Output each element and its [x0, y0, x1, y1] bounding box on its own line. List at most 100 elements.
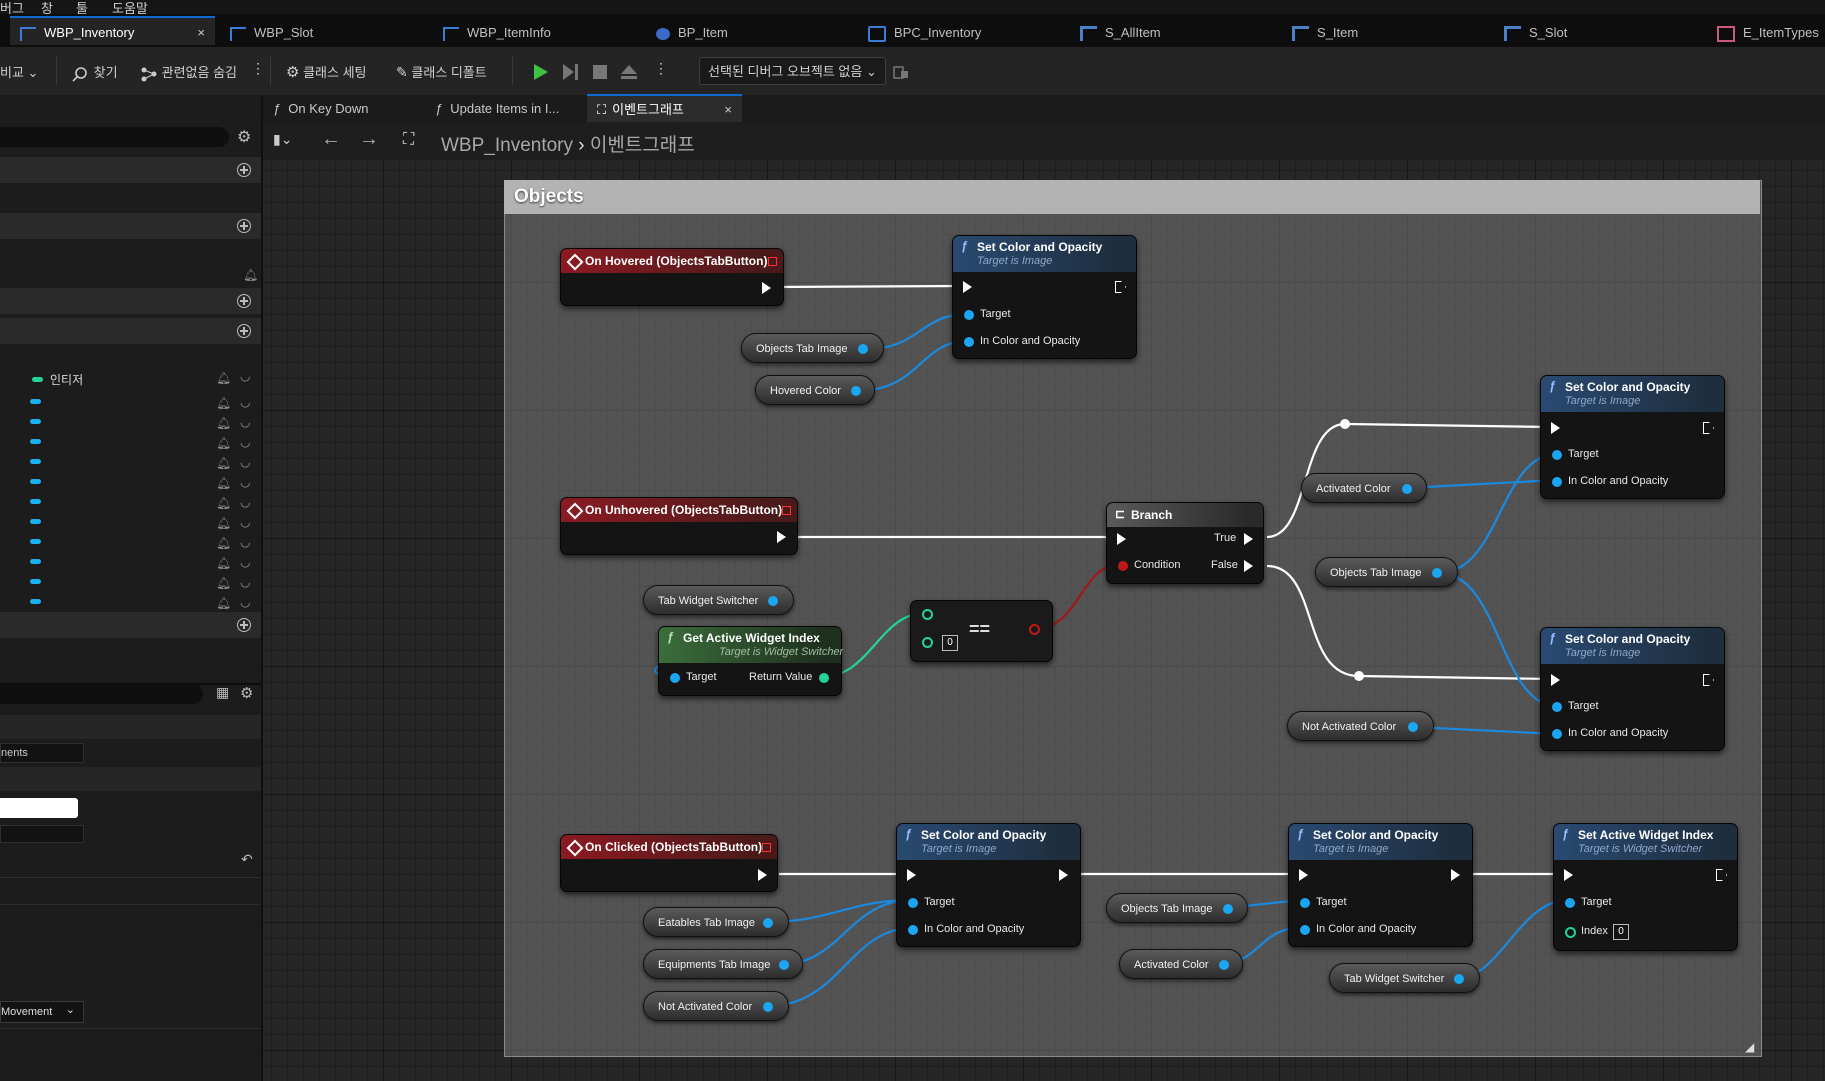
- get-not-activated-color[interactable]: Not Activated Color: [643, 991, 789, 1021]
- doc-tab-s-allitem[interactable]: S_AllItem: [1080, 18, 1161, 47]
- section-functions[interactable]: [0, 213, 261, 239]
- find-button[interactable]: 찾기: [72, 62, 118, 82]
- doc-tab-bpc-inventory[interactable]: BPC_Inventory: [868, 18, 981, 47]
- color-pin[interactable]: [1552, 729, 1562, 739]
- class-defaults-button[interactable]: ✎ 클래스 디폴트: [396, 62, 487, 81]
- add-icon[interactable]: [237, 163, 251, 177]
- doc-tab-s-slot[interactable]: S_Slot: [1504, 18, 1567, 47]
- target-pin[interactable]: [1552, 702, 1562, 712]
- doc-tab-wbp-slot[interactable]: WBP_Slot: [230, 18, 313, 47]
- menu-tools[interactable]: 툴: [76, 1, 88, 16]
- exec-false-pin[interactable]: [1244, 560, 1253, 572]
- index-pin[interactable]: [1565, 927, 1576, 938]
- event-node-on-hovered[interactable]: On Hovered (ObjectsTabButton): [560, 248, 784, 306]
- object-var-icon[interactable]: [30, 459, 41, 464]
- debug-object-select[interactable]: 선택된 디버그 오브젝트 없음 ⌄: [699, 57, 886, 85]
- object-var-icon[interactable]: [30, 559, 41, 564]
- debug-filter-icon[interactable]: [893, 64, 909, 80]
- function-node-set-color-and-opacity[interactable]: ƒ Set Color and Opacity Target is Image …: [896, 823, 1081, 947]
- exec-input-pin[interactable]: [1299, 869, 1308, 881]
- doc-tab-e-itemtypes[interactable]: E_ItemTypes: [1717, 18, 1819, 47]
- color-swatch[interactable]: [0, 798, 78, 818]
- bookmark-icon[interactable]: ▮⌄: [273, 131, 293, 147]
- function-node-set-color-and-opacity[interactable]: ƒ Set Color and Opacity Target is Image …: [952, 235, 1137, 359]
- details-field[interactable]: [0, 825, 84, 843]
- var-output-pin[interactable]: [779, 960, 789, 970]
- object-var-icon[interactable]: [30, 419, 41, 424]
- exec-output-pin[interactable]: [1703, 674, 1714, 686]
- section-event-dispatchers[interactable]: [0, 612, 261, 638]
- section-graphs[interactable]: [0, 157, 261, 183]
- object-var-icon[interactable]: [30, 399, 41, 404]
- details-search-input[interactable]: [0, 684, 203, 704]
- target-pin[interactable]: [908, 898, 918, 908]
- var-category-label[interactable]: 인티저: [50, 373, 84, 387]
- add-icon[interactable]: [237, 324, 251, 338]
- eye-closed-icon[interactable]: ◡: [240, 369, 251, 383]
- details-field[interactable]: nents: [0, 743, 84, 763]
- exec-output-pin[interactable]: [777, 531, 786, 543]
- color-pin[interactable]: [1300, 925, 1310, 935]
- diff-button[interactable]: 비교 ⌄: [0, 62, 38, 81]
- target-pin[interactable]: [1565, 898, 1575, 908]
- comment-header[interactable]: [504, 180, 1760, 214]
- gear-icon[interactable]: ⚙: [237, 129, 252, 146]
- object-var-icon[interactable]: [30, 579, 41, 584]
- int-input-pin[interactable]: [922, 609, 933, 620]
- exec-true-pin[interactable]: [1244, 533, 1253, 545]
- exec-output-pin[interactable]: [758, 869, 767, 881]
- delegate-pin[interactable]: [768, 257, 777, 266]
- get-objects-tab-image[interactable]: Objects Tab Image: [1106, 893, 1248, 923]
- exec-output-pin[interactable]: [1059, 869, 1068, 881]
- table-view-icon[interactable]: ▦: [216, 684, 230, 700]
- exec-output-pin[interactable]: [1716, 869, 1727, 881]
- gear-icon[interactable]: ⚙: [240, 685, 254, 702]
- function-node-set-color-and-opacity[interactable]: ƒ Set Color and Opacity Target is Image …: [1288, 823, 1473, 947]
- exec-input-pin[interactable]: [907, 869, 916, 881]
- details-category[interactable]: [0, 767, 261, 791]
- target-pin[interactable]: [1552, 450, 1562, 460]
- object-var-icon[interactable]: [30, 499, 41, 504]
- event-node-on-unhovered[interactable]: On Unhovered (ObjectsTabButton): [560, 497, 798, 555]
- eye-closed-icon-column[interactable]: ◡◡◡◡◡◡◡◡◡◡◡: [240, 395, 251, 609]
- object-var-icon[interactable]: [30, 539, 41, 544]
- exec-input-pin[interactable]: [1564, 869, 1573, 881]
- get-eatables-tab-image[interactable]: Eatables Tab Image: [643, 907, 789, 937]
- add-icon[interactable]: [237, 294, 251, 308]
- reset-icon[interactable]: ↶: [241, 851, 253, 867]
- close-icon[interactable]: ×: [724, 102, 732, 117]
- target-pin[interactable]: [964, 310, 974, 320]
- equals-node[interactable]: 0 ==: [910, 600, 1053, 662]
- class-settings-button[interactable]: ⚙ 클래스 세팅: [286, 62, 367, 81]
- resize-handle-icon[interactable]: ◢: [1745, 1040, 1755, 1054]
- get-tab-widget-switcher[interactable]: Tab Widget Switcher: [1329, 963, 1480, 993]
- exec-output-pin[interactable]: [1115, 281, 1126, 293]
- delegate-pin[interactable]: [762, 843, 771, 852]
- graph-tab-event-graph[interactable]: ⛶이벤트그래프 ×: [587, 94, 742, 122]
- index-value-field[interactable]: 0: [1613, 924, 1629, 940]
- color-pin[interactable]: [908, 925, 918, 935]
- function-node-get-active-widget-index[interactable]: ƒ Get Active Widget Index Target is Widg…: [658, 626, 843, 696]
- get-activated-color[interactable]: Activated Color: [1119, 949, 1243, 979]
- eject-icon[interactable]: [620, 63, 638, 81]
- doc-tab-wbp-inventory[interactable]: WBP_Inventory ×: [10, 16, 215, 45]
- search-input[interactable]: [0, 127, 229, 147]
- menu-window[interactable]: 창: [41, 1, 53, 16]
- more-options-icon[interactable]: ⋮: [251, 60, 265, 76]
- condition-pin[interactable]: [1118, 561, 1128, 571]
- get-objects-tab-image[interactable]: Objects Tab Image: [1315, 557, 1458, 587]
- exec-input-pin[interactable]: [1117, 533, 1126, 545]
- equals-value-field[interactable]: 0: [942, 635, 958, 651]
- exec-output-pin[interactable]: [762, 282, 771, 294]
- hide-unrelated-button[interactable]: 관련없음 숨김: [140, 62, 237, 82]
- var-output-pin[interactable]: [1402, 484, 1412, 494]
- var-output-pin[interactable]: [768, 596, 778, 606]
- target-pin[interactable]: [670, 673, 680, 683]
- stop-icon[interactable]: [592, 64, 608, 80]
- object-var-icon[interactable]: [30, 599, 41, 604]
- play-options-icon[interactable]: ⋮: [654, 60, 668, 76]
- details-category[interactable]: [0, 715, 261, 739]
- return-value-pin[interactable]: [819, 673, 829, 683]
